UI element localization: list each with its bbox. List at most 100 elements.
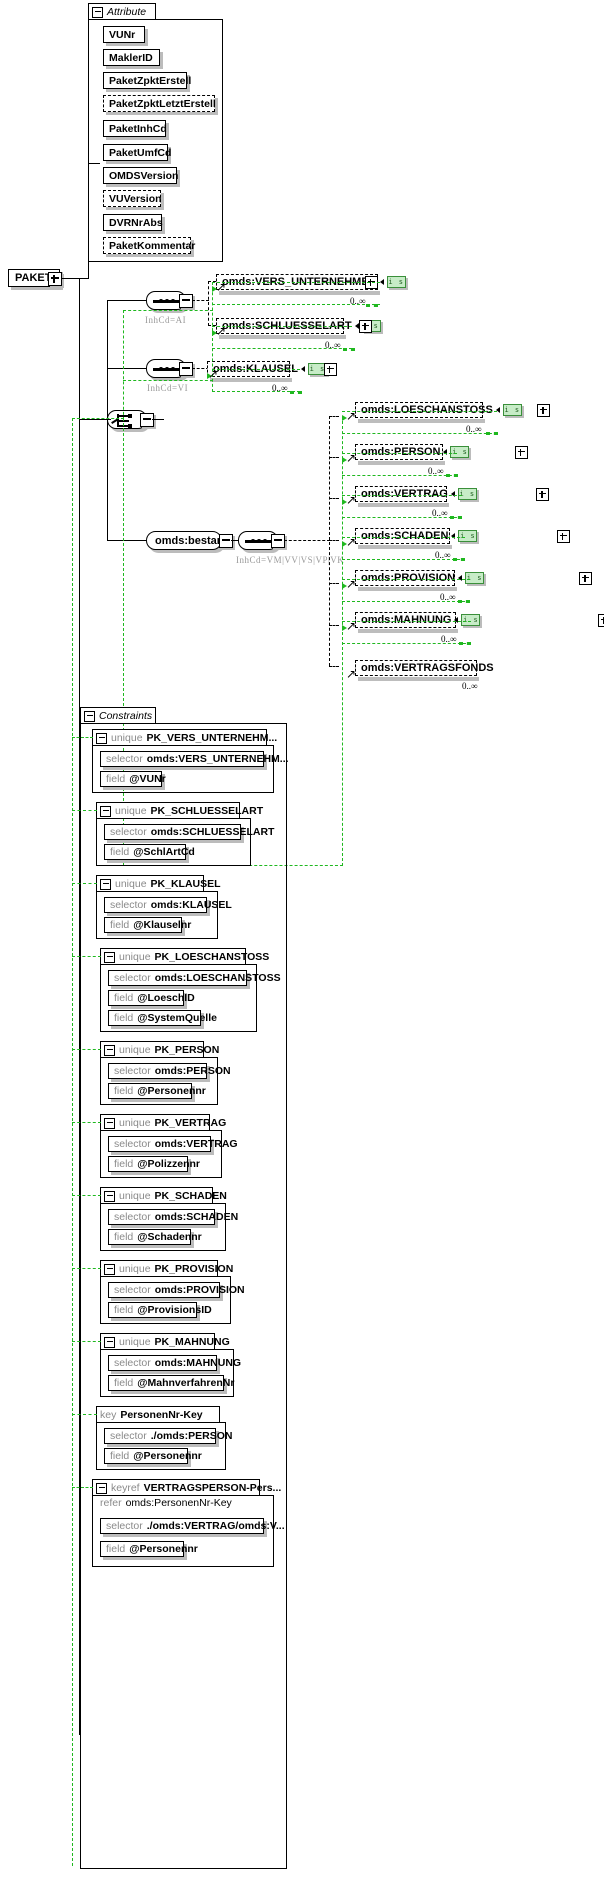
constraint-frame-personennr-key — [96, 1422, 226, 1470]
constraint-row-field[interactable]: field @VUNr — [100, 771, 166, 787]
element-loeschanstoss[interactable]: omds:LOESCHANSTOSS i s — [355, 402, 522, 423]
collapse-toggle-icon[interactable] — [104, 1044, 115, 1056]
attribute-paketzpkterstell[interactable]: PaketZpktErstell — [103, 72, 191, 89]
seq-bestand-expand-icon[interactable] — [271, 534, 285, 548]
collapse-toggle-icon[interactable] — [100, 878, 111, 890]
cframe-cap-7 — [213, 1203, 226, 1205]
constraint-row-field[interactable]: field @Personennr — [104, 1448, 202, 1464]
element-vertrag-expand-icon[interactable] — [536, 488, 550, 501]
constraint-row-selector[interactable]: selector omds:LOESCHANSTOSS — [108, 970, 281, 986]
node-omds-bestand[interactable]: omds:bestand — [146, 531, 230, 550]
collapse-toggle-icon[interactable] — [96, 1482, 107, 1494]
element-shadow-bar — [358, 503, 449, 507]
element-mahnung[interactable]: omds:MAHNUNG i s — [355, 612, 481, 633]
constraint-row-field-2[interactable]: field @SystemQuelle — [108, 1010, 217, 1026]
constraint-row-selector[interactable]: selector omds:MAHNUNG — [108, 1355, 241, 1371]
constraint-row-field[interactable]: field @Polizzennr — [108, 1156, 200, 1172]
collapse-toggle-icon[interactable] — [104, 1263, 115, 1275]
constraint-row-selector[interactable]: selector omds:KLAUSEL — [104, 897, 232, 913]
constraint-title-pk-mahnung[interactable]: unique PK_MAHNUNG — [100, 1333, 230, 1350]
collapse-toggle-icon[interactable] — [84, 710, 95, 722]
collapse-toggle-icon[interactable] — [92, 6, 103, 18]
constraint-title-pk-vertrag[interactable]: unique PK_VERTRAG — [100, 1114, 226, 1131]
green-stub-c3 — [72, 883, 97, 884]
constraint-row-field[interactable]: field @Personennr — [100, 1541, 198, 1557]
collapse-toggle-icon[interactable] — [104, 1336, 115, 1348]
constraint-title-pk-schaden[interactable]: unique PK_SCHADEN — [100, 1187, 227, 1204]
constraint-row-field[interactable]: field @SchlArtCd — [104, 844, 195, 860]
element-loeschanstoss-expand-icon[interactable] — [537, 404, 551, 417]
seq-vi-expand-icon[interactable] — [179, 362, 193, 376]
identity-constraint-badge[interactable]: i s — [457, 488, 477, 500]
attribute-group-title[interactable]: Attribute — [88, 3, 156, 20]
green-stub-c4 — [72, 956, 101, 957]
attribute-vunr[interactable]: VUNr — [103, 26, 145, 43]
identity-constraint-badge[interactable]: i s — [502, 404, 522, 416]
seq-bestand-compositor[interactable] — [238, 531, 278, 550]
seq-ai-expand-icon[interactable] — [179, 294, 193, 308]
constraint-row-field[interactable]: field @ProvisionsID — [108, 1302, 212, 1318]
collapse-toggle-icon[interactable] — [104, 951, 115, 963]
constraint-title-pk-person[interactable]: unique PK_PERSON — [100, 1041, 219, 1058]
green-kl-bot — [212, 391, 300, 392]
element-schaden-expand-icon[interactable] — [556, 530, 570, 543]
green-ai-h — [123, 310, 213, 311]
identity-constraint-badge[interactable]: i s — [458, 530, 478, 542]
identity-constraint-badge[interactable]: i s — [386, 276, 406, 288]
collapse-toggle-icon[interactable] — [96, 732, 107, 744]
seq-ai-compositor[interactable] — [146, 291, 186, 310]
attribute-paketinhcd[interactable]: PaketInhCd — [103, 120, 167, 137]
attribute-group-frame — [88, 19, 223, 262]
element-person[interactable]: omds:PERSON i s — [355, 444, 470, 465]
type-arrow-icon — [451, 533, 456, 539]
element-provision[interactable]: omds:PROVISION i s — [355, 570, 485, 591]
constraint-row-selector[interactable]: selector ./omds:PERSON — [104, 1428, 232, 1444]
element-klausel-expand-icon[interactable] — [323, 363, 337, 376]
attribute-maklerid[interactable]: MaklerID — [103, 49, 160, 66]
constraint-row-field[interactable]: field @Schadennr — [108, 1229, 202, 1245]
green-m-top — [342, 621, 471, 622]
attribute-omdsversion[interactable]: OMDSVersion — [103, 167, 178, 184]
collapse-toggle-icon[interactable] — [104, 1190, 115, 1202]
constraint-title-pk-vers-unternehmen[interactable]: unique PK_VERS_UNTERNEHM... — [92, 729, 277, 746]
constraint-row-selector[interactable]: selector omds:SCHADEN — [108, 1209, 238, 1225]
root-expand-icon[interactable] — [48, 272, 62, 286]
element-schaden[interactable]: omds:SCHADEN i s — [355, 528, 478, 549]
element-vertragsfonds[interactable]: omds:VERTRAGSFONDS — [355, 660, 494, 681]
constraint-title-pk-schluesselart[interactable]: unique PK_SCHLUESSELART — [96, 802, 263, 819]
constraint-row-field[interactable]: field @LoeschID — [108, 990, 195, 1006]
constraint-row-selector[interactable]: selector omds:PROVISION — [108, 1282, 245, 1298]
root-node-paket[interactable]: PAKET — [8, 269, 60, 287]
constraint-title-pk-loeschanstoss[interactable]: unique PK_LOESCHANSTOSS — [100, 948, 269, 965]
attribute-paketumfcd[interactable]: PaketUmfCd — [103, 144, 171, 161]
constraint-title-pk-provision[interactable]: unique PK_PROVISION — [100, 1260, 233, 1277]
identity-constraint-badge[interactable]: i s — [461, 614, 481, 626]
green-arrow-pe — [342, 457, 347, 463]
constraint-row-field[interactable]: field @Klauselnr — [104, 917, 191, 933]
attribute-dvrnrabs[interactable]: DVRNrAbs — [103, 214, 163, 231]
constraint-row-field[interactable]: field @Personennr — [108, 1083, 206, 1099]
element-mahnung-expand-icon[interactable] — [597, 614, 604, 627]
constraint-title-vertragsperson-keyref[interactable]: keyref VERTRAGSPERSON-Pers... — [92, 1479, 281, 1496]
attribute-paketkommentar[interactable]: PaketKommentar — [103, 237, 195, 254]
element-provision-expand-icon[interactable] — [579, 572, 593, 585]
attribute-paketzpktletzterstell[interactable]: PaketZpktLetztErstell — [103, 95, 216, 112]
identity-constraint-badge[interactable]: i s — [450, 446, 470, 458]
constraint-row-selector[interactable]: selector omds:SCHLUESSELART — [104, 824, 274, 840]
constraint-row-field[interactable]: field @MahnverfahrenNr — [108, 1375, 234, 1391]
identity-constraint-badge[interactable]: i s — [465, 572, 485, 584]
element-person-expand-icon[interactable] — [514, 446, 528, 459]
element-vertrag[interactable]: omds:VERTRAG i s — [355, 486, 477, 507]
green-l-top — [342, 411, 497, 412]
constraint-title-pk-klausel[interactable]: unique PK_KLAUSEL — [96, 875, 221, 892]
collapse-toggle-icon[interactable] — [100, 805, 111, 817]
constraint-row-selector[interactable]: selector omds:VERS_UNTERNEHM... — [100, 751, 289, 767]
constraint-title-personennr-key[interactable]: key PersonenNr-Key — [96, 1406, 220, 1423]
collapse-toggle-icon[interactable] — [104, 1117, 115, 1129]
constraints-group-title[interactable]: Constraints — [80, 707, 156, 724]
constraint-row-selector[interactable]: selector omds:PERSON — [108, 1063, 231, 1079]
constraint-row-selector[interactable]: selector ./omds:VERTRAG/omds:V... — [100, 1518, 285, 1534]
attribute-vuversion[interactable]: VUVersion — [103, 190, 162, 207]
constraint-row-selector[interactable]: selector omds:VERTRAG — [108, 1136, 238, 1152]
element-schluesselart-expand-icon[interactable] — [359, 320, 373, 333]
